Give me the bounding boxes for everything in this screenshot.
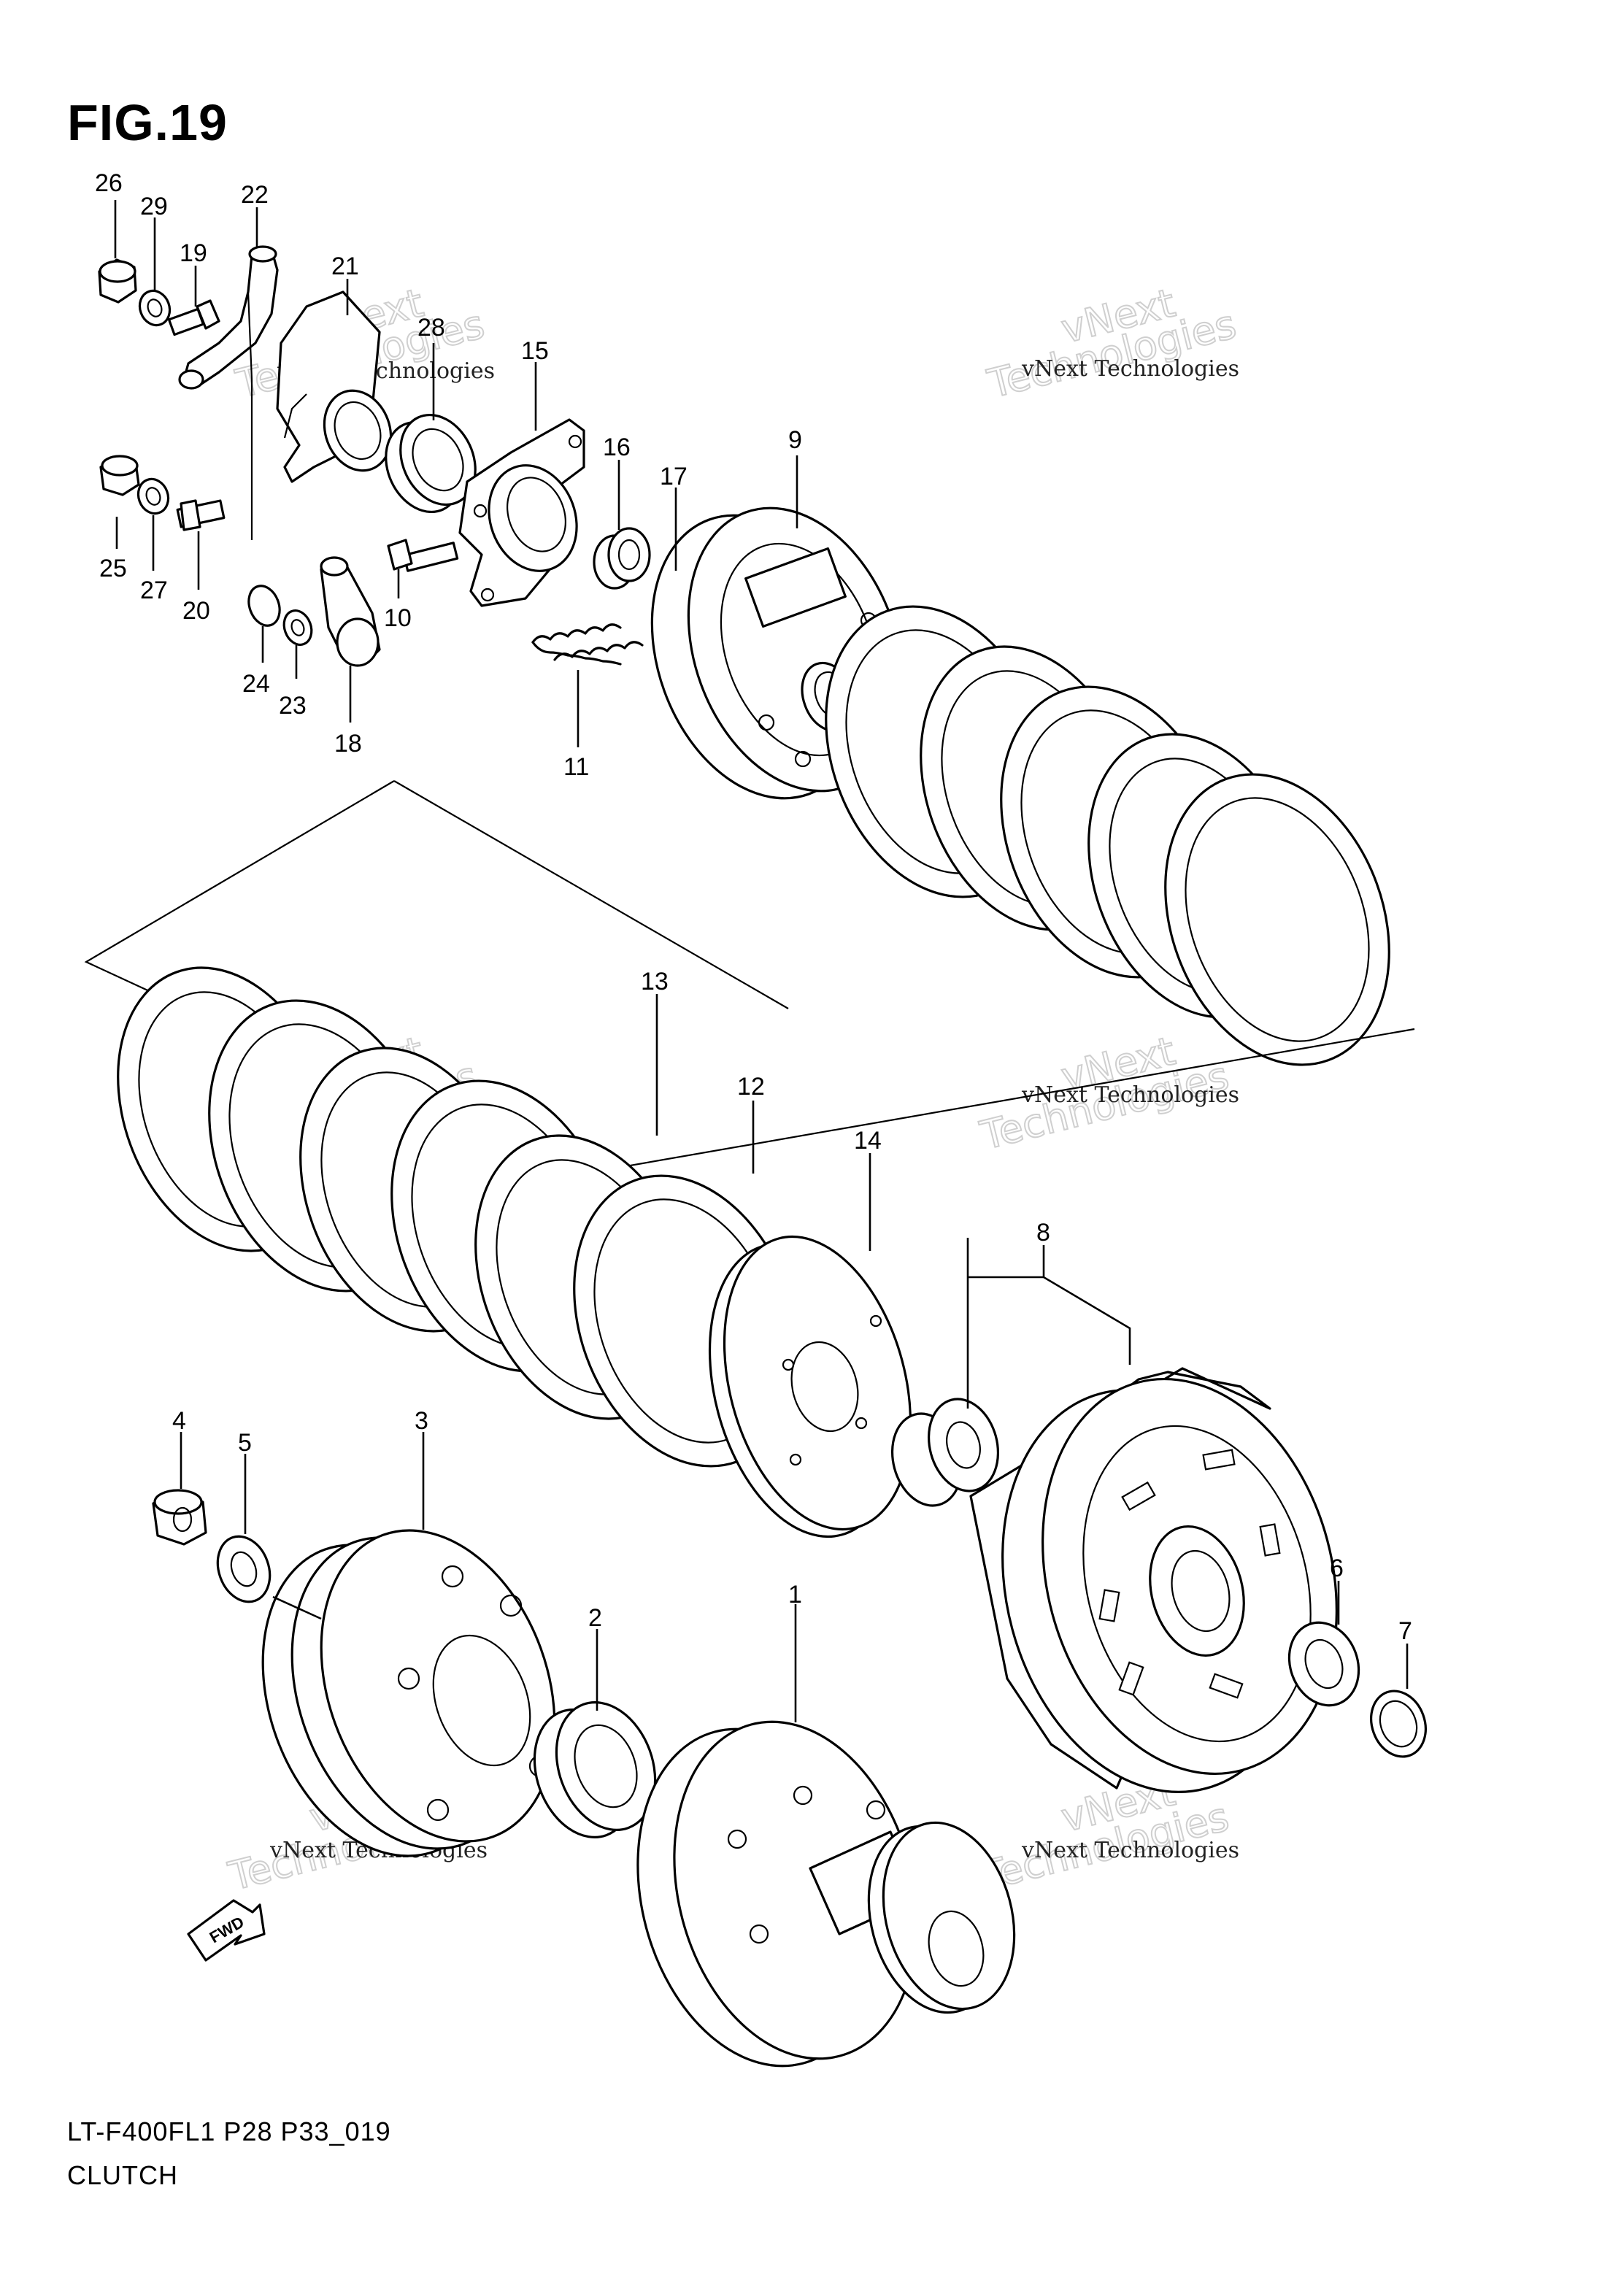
plate-stack-frame-top xyxy=(393,780,789,1009)
callout-10: 10 xyxy=(384,604,412,632)
lower-plate-stack xyxy=(117,966,799,1468)
callout-8: 8 xyxy=(1036,1219,1050,1247)
part-29-washer xyxy=(138,289,172,327)
callout-6: 6 xyxy=(1330,1555,1344,1582)
callout-12: 12 xyxy=(737,1073,765,1101)
callout-4: 4 xyxy=(172,1407,186,1435)
callout-16: 16 xyxy=(603,434,631,461)
part-2-one-way-clutch xyxy=(533,1701,657,1838)
watermark-2: vNext Technologies vNext Technologies xyxy=(982,279,1241,408)
part-22-release-arm xyxy=(178,245,279,540)
callout-23: 23 xyxy=(279,692,307,720)
callout-17: 17 xyxy=(660,463,688,490)
part-27-washer xyxy=(136,477,170,515)
part-14-sleeve-hub xyxy=(708,1235,912,1538)
part-26-nut xyxy=(98,258,137,304)
part-18-lever xyxy=(320,556,381,667)
callout-7: 7 xyxy=(1398,1617,1412,1645)
part-28-bearing xyxy=(385,413,477,514)
part-25-nut xyxy=(99,455,140,496)
callout-20: 20 xyxy=(182,597,210,625)
callout-18: 18 xyxy=(334,730,362,758)
callout-15: 15 xyxy=(521,337,549,365)
fwd-arrow-icon: FWD xyxy=(187,1899,266,1962)
callout-28: 28 xyxy=(417,314,445,342)
callout-13: 13 xyxy=(641,968,669,995)
part-5-washer xyxy=(216,1535,272,1603)
part-7-ring xyxy=(1370,1690,1427,1758)
figure-title: FIG.19 xyxy=(67,94,228,151)
watermark-text: vNext Technologies xyxy=(1021,356,1239,382)
callout-3: 3 xyxy=(415,1407,428,1435)
part-16-collar xyxy=(593,527,651,590)
part-3-clutch-shoe xyxy=(261,1529,556,1857)
upper-plate-stack xyxy=(825,605,1390,1066)
part-24-circlip xyxy=(247,585,281,627)
part-15-pressure-plate-lifter xyxy=(458,418,585,607)
callout-29: 29 xyxy=(140,193,168,220)
callout-numbers: 26 29 19 22 21 28 15 16 17 9 25 27 20 10… xyxy=(95,169,1412,1645)
part-23-washer xyxy=(282,609,313,646)
callout-22: 22 xyxy=(241,181,269,209)
part-8-clutch-housing xyxy=(969,1367,1338,1793)
callout-11: 11 xyxy=(563,753,589,781)
watermark-text: vNext Technologies xyxy=(1021,1082,1239,1108)
model-code: LT-F400FL1 P28 P33_019 xyxy=(67,2116,391,2146)
part-4-nut xyxy=(152,1489,207,1546)
watermark-4: vNext Technologies vNext Technologies xyxy=(975,1027,1239,1160)
section-name: CLUTCH xyxy=(67,2160,179,2190)
part-1-primary-driven-gear xyxy=(636,1720,1016,2068)
part-6-washer xyxy=(1287,1621,1360,1707)
part-11-springs xyxy=(531,623,644,666)
callout-1: 1 xyxy=(788,1581,802,1609)
part-21-release-cam xyxy=(276,290,393,483)
callout-2: 2 xyxy=(588,1604,602,1632)
callout-5: 5 xyxy=(238,1429,252,1457)
part-20-bolt xyxy=(176,499,226,531)
part-8-spacer xyxy=(890,1398,1000,1507)
callout-26: 26 xyxy=(95,169,123,197)
callout-24: 24 xyxy=(242,670,270,698)
leader-lines xyxy=(114,200,1409,1722)
part-10-bolt xyxy=(387,539,459,572)
callout-21: 21 xyxy=(331,253,359,280)
part-19-bolt xyxy=(167,299,220,336)
watermark-text: vNext Technologies xyxy=(1021,1838,1239,1863)
callout-19: 19 xyxy=(180,239,207,267)
callout-25: 25 xyxy=(99,555,127,582)
callout-27: 27 xyxy=(140,577,168,604)
callout-14: 14 xyxy=(854,1127,882,1155)
callout-9: 9 xyxy=(788,426,802,454)
drive-plate xyxy=(1164,773,1390,1066)
